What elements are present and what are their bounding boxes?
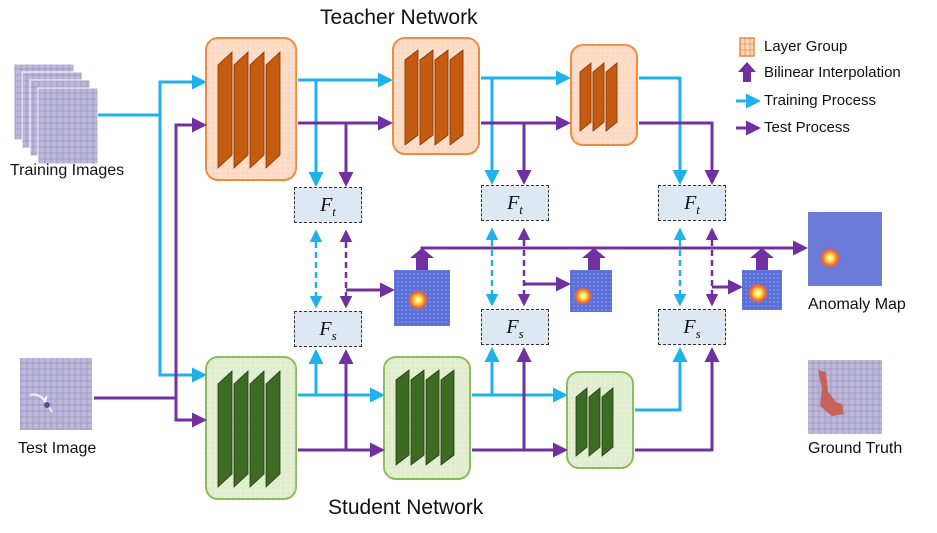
student-network-title: Student Network [328,496,484,519]
feature-symbol: F [506,316,519,338]
teacher-layer [217,51,281,169]
student-group-2 [383,356,471,480]
legend-test-label: Test Process [764,119,850,136]
training-compare-arrows [309,227,687,309]
test-image [20,358,92,430]
feature-symbol: F [684,192,697,214]
feature-subscript: t [332,204,336,219]
feature-symbol: F [683,316,696,338]
student-layer [575,387,614,457]
student-group-1 [205,356,297,500]
student-feature-box-1: Fs [294,311,362,347]
test-compare-arrows [339,227,719,309]
legend-layer-group-icon [739,37,755,57]
student-feature-box-3: Fs [658,309,726,345]
teacher-group-2 [392,37,480,155]
student-group-3 [566,371,634,469]
bilinear-arrows [410,248,774,270]
ground-truth-image [808,360,882,434]
teacher-feature-box-1: Ft [294,187,362,223]
legend-bilinear-icon [738,62,756,82]
feature-subscript: s [331,328,337,343]
anomaly-map-scale-3 [742,270,782,310]
legend-layer-group-label: Layer Group [764,38,848,55]
student-feature-box-2: Fs [481,309,549,345]
feature-symbol: F [320,194,333,216]
teacher-group-3 [570,44,638,146]
legend [736,37,761,136]
feature-subscript: t [519,202,523,217]
teacher-group-1 [205,37,297,181]
teacher-network-title: Teacher Network [320,6,478,29]
training-process-arrows [98,70,688,412]
student-layer [217,370,281,488]
teacher-feature-box-2: Ft [481,185,549,221]
teacher-layer [579,62,618,132]
test-image-label: Test Image [18,440,97,457]
feature-symbol: F [507,192,520,214]
legend-bilinear-label: Bilinear Interpolation [764,64,901,81]
student-layer [395,369,455,466]
feature-subscript: s [518,326,524,341]
teacher-feature-box-3: Ft [658,185,726,221]
legend-training-label: Training Process [764,92,876,109]
feature-symbol: F [319,318,332,340]
anomaly-map-final [808,212,882,286]
ground-truth-label: Ground Truth [808,440,903,457]
training-images-stack [13,63,99,165]
anomaly-map-scale-2 [570,270,612,312]
anomaly-map-scale-1 [394,270,450,326]
anomaly-map-label: Anomaly Map [808,296,906,313]
training-images-label: Training Images [10,162,125,179]
feature-subscript: s [695,326,701,341]
feature-subscript: t [696,202,700,217]
teacher-layer [404,49,464,146]
